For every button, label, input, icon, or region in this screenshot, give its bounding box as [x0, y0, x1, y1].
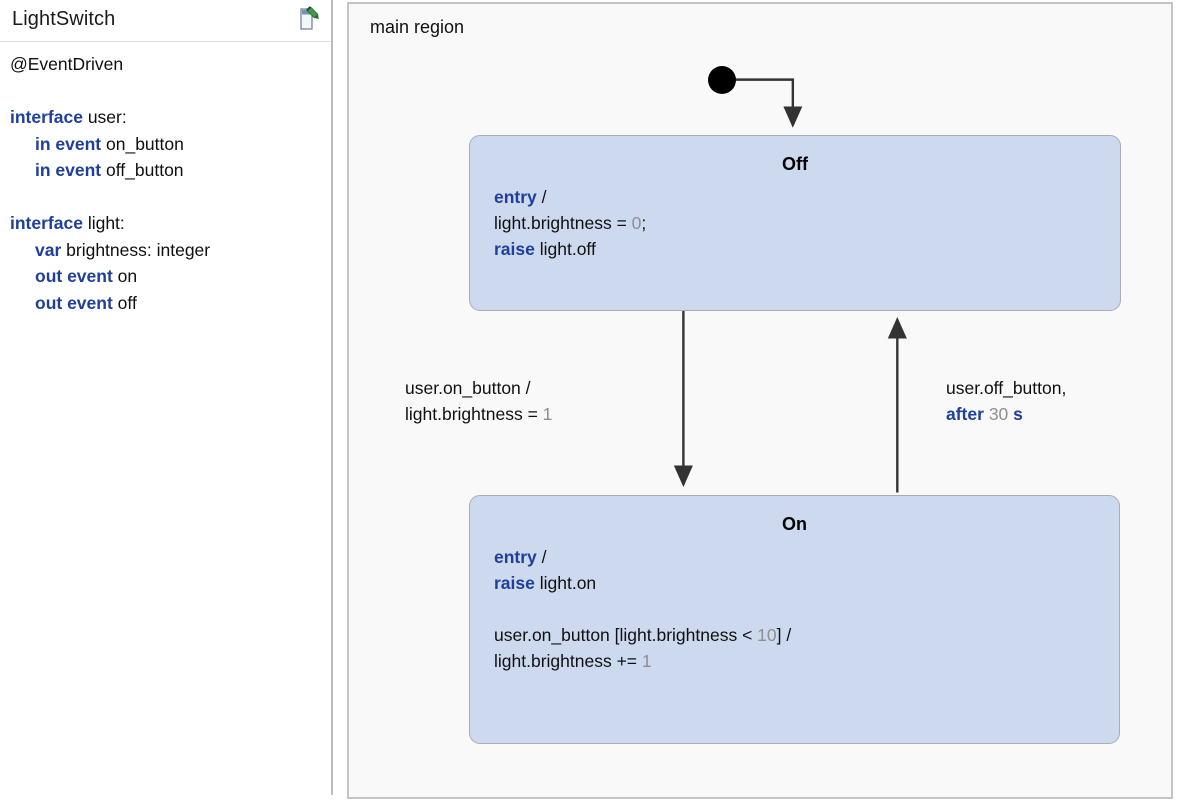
definition-sidebar: LightSwitch @EventDriven interfa [0, 0, 333, 795]
sidebar-header: LightSwitch [0, 0, 331, 42]
transition-off-to-on-line: user.on_button / [405, 378, 531, 398]
definition-line: out event on [35, 266, 138, 286]
edge-initial-to-off [734, 78, 803, 128]
definition-line: out event off [35, 292, 137, 313]
transition-on-to-off-line: user.off_button, [946, 378, 1067, 398]
page-title: LightSwitch [12, 8, 116, 30]
state-off-body: entry / light.brightness = 0; raise light.… [494, 184, 646, 262]
definition-line: interface light: [10, 213, 125, 233]
state-on-body-line: raise light.on [494, 573, 597, 593]
state-off-body-line: entry / [494, 187, 547, 207]
definition-line: in event on_button [35, 133, 184, 154]
definition-line: in event off_button [35, 160, 184, 180]
region-label: main region [370, 17, 465, 37]
transition-label-on-to-off[interactable]: user.off_button,after 30 s [946, 375, 1066, 427]
state-on-name: On [782, 514, 807, 534]
transition-off-to-on-line: light.brightness = 1 [405, 404, 553, 424]
state-on[interactable]: On entry / raise light.on user.on_button … [469, 495, 1120, 744]
definition-line: interface user: [10, 107, 127, 127]
state-off-body-line: raise light.off [494, 239, 596, 259]
annotation-line: @EventDriven [10, 54, 124, 74]
transition-on-to-off-line: after 30 s [946, 404, 1023, 424]
transition-label-off-to-on[interactable]: user.on_button / light.brightness = 1 [405, 375, 552, 427]
definition-line [10, 184, 331, 211]
initial-state-node[interactable] [708, 66, 736, 94]
spacer-line [10, 78, 331, 105]
definition-line: var brightness: integer [35, 239, 211, 260]
state-off-name: Off [782, 154, 808, 174]
state-off[interactable]: Off entry / light.brightness = 0; raise li… [469, 135, 1121, 311]
diagram-canvas[interactable]: main region Off entry / light.brightness … [347, 2, 1173, 799]
state-off-body-line: light.brightness = 0; [494, 213, 647, 233]
state-on-body-line [494, 596, 791, 622]
state-on-body-line: entry / [494, 547, 547, 567]
state-on-body: entry / raise light.on user.on_button [li… [494, 544, 791, 674]
state-on-body-line: light.brightness += 1 [494, 651, 652, 671]
state-on-body-line: user.on_button [light.brightness < 10] / [494, 625, 792, 645]
statechart-edit-icon[interactable] [293, 5, 323, 35]
definition-text[interactable]: @EventDriven interface user: in event on_… [0, 42, 331, 316]
